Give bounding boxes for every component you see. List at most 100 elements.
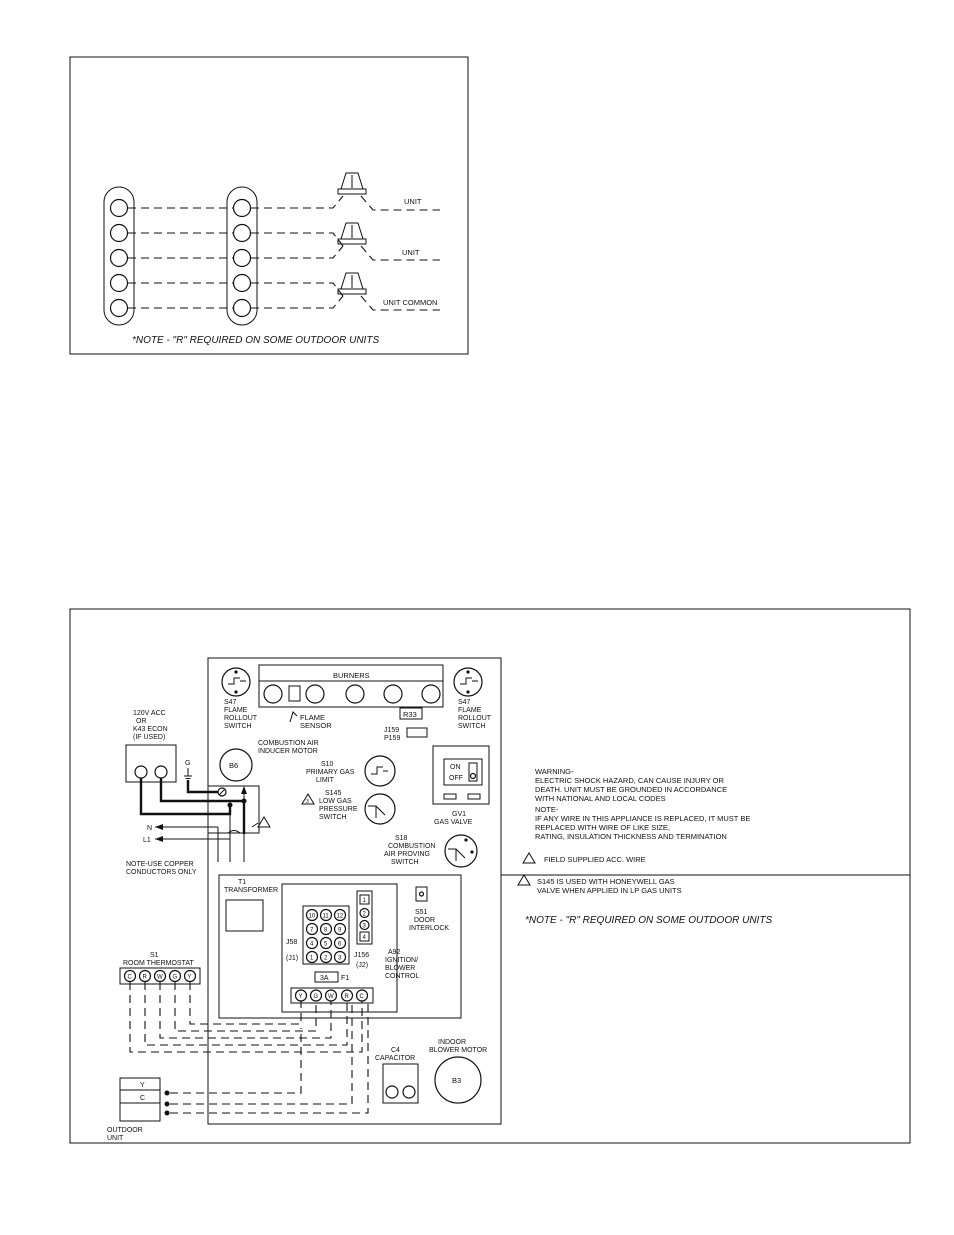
line-label: L1 <box>143 837 151 844</box>
thermostat-label: S1 <box>150 952 159 959</box>
svg-text:5: 5 <box>324 942 328 948</box>
control-terminals <box>232 198 252 318</box>
callout-mark: 3 <box>306 799 309 805</box>
air-proving-switch-icon <box>444 834 478 868</box>
unit-common-label: UNIT COMMON <box>383 298 437 307</box>
pressure-switch-icon <box>364 793 396 825</box>
control-board <box>281 883 398 1013</box>
callout-triangle-icon <box>522 852 536 864</box>
svg-text:10: 10 <box>309 914 316 920</box>
thermostat-terminals: C R W G Y <box>123 969 197 983</box>
a92-label: CONTROL <box>385 973 419 980</box>
s47-label: SWITCH <box>224 723 252 730</box>
j58-label: (J1) <box>286 955 298 962</box>
acc-label: K43 ECON <box>133 726 168 733</box>
thermostat-to-control-wires <box>128 207 233 309</box>
accessory-terminal-box <box>125 744 177 783</box>
outdoor-field-wires <box>170 1001 369 1114</box>
s47-label: S47 <box>224 699 237 706</box>
wire-nut-icon <box>337 172 367 195</box>
field-wire-note: FIELD SUPPLIED ACC. WIRE <box>544 855 646 864</box>
s51-label: S51 <box>415 909 428 916</box>
capacitor-icon <box>382 1063 419 1104</box>
s47-label: ROLLOUT <box>458 715 492 722</box>
control-compartment <box>218 874 462 1019</box>
warning-line: DEATH. UNIT MUST BE GROUNDED IN ACCORDAN… <box>535 785 727 794</box>
svg-text:8: 8 <box>324 928 328 934</box>
flame-rollout-switch-icon <box>453 667 483 697</box>
svg-text:3: 3 <box>363 924 367 930</box>
gas-valve-on-label: ON <box>450 764 461 771</box>
ground-wire <box>186 780 218 794</box>
s145-note: S145 IS USED WITH HONEYWELL GAS <box>537 877 675 886</box>
s18-label: SWITCH <box>391 859 419 866</box>
flame-sensor-icon <box>288 685 301 702</box>
svg-text:R: R <box>143 975 148 981</box>
inducer-motor-icon <box>219 748 253 782</box>
accessory-wire <box>159 778 246 834</box>
b3-label: B3 <box>452 1076 461 1085</box>
s51-label: DOOR <box>414 917 435 924</box>
s145-label: PRESSURE <box>319 806 358 813</box>
ground-label: G <box>185 760 190 767</box>
svg-text:12: 12 <box>337 914 344 920</box>
s47-label: S47 <box>458 699 471 706</box>
gas-valve-switch[interactable] <box>443 758 483 786</box>
board-terminal-strip <box>290 987 374 1004</box>
thermostat-terminals <box>109 198 129 318</box>
svg-text:1: 1 <box>310 956 314 962</box>
control-terminal-strip <box>226 186 258 326</box>
acc-label: 120V ACC <box>133 710 166 717</box>
copper-note: NOTE-USE COPPER <box>126 861 194 868</box>
warning-line: NOTE- <box>535 805 559 814</box>
control-to-unit-wires <box>251 195 344 309</box>
gas-valve-box <box>432 745 490 805</box>
warning-note: WARNING- ELECTRIC SHOCK HAZARD, CAN CAUS… <box>535 767 750 841</box>
warning-line: WARNING- <box>535 767 574 776</box>
j156-connector <box>356 890 373 945</box>
line-vertical-wires <box>217 786 247 862</box>
c4-label: C4 <box>391 1047 400 1054</box>
j58-connector <box>302 905 350 965</box>
callout-triangle-icon <box>301 793 315 805</box>
j159-label: P159 <box>384 735 400 742</box>
j58-label: J58 <box>286 939 297 946</box>
s18-label: COMBUSTION <box>388 843 435 850</box>
svg-text:C: C <box>360 994 365 1000</box>
svg-text:G: G <box>173 975 178 981</box>
svg-text:W: W <box>157 975 163 981</box>
s47-label: SWITCH <box>458 723 486 730</box>
accessory-wire <box>139 778 232 816</box>
s145-label: SWITCH <box>319 814 347 821</box>
s145-label: LOW GAS <box>319 798 352 805</box>
warning-line: WITH NATIONAL AND LOCAL CODES <box>535 794 666 803</box>
callout-triangle-icon <box>257 816 271 828</box>
svg-text:6: 6 <box>338 942 342 948</box>
furnace-wiring-diagram: BURNERS FLAME SENSOR R33 S47 FLAME ROLLO… <box>69 608 911 1144</box>
blower-motor-icon <box>434 1056 482 1104</box>
outdoor-unit <box>119 1077 161 1122</box>
unit-label: UNIT <box>404 197 422 206</box>
wire-nut-icon <box>337 222 367 245</box>
r33-label: R33 <box>403 710 417 719</box>
j156-label: (J2) <box>356 962 368 969</box>
svg-text:Y: Y <box>188 975 192 981</box>
flame-sensor-arrow-icon <box>289 711 298 723</box>
t1-label: T1 <box>238 879 246 886</box>
flame-sensor-label: SENSOR <box>300 721 332 730</box>
flame-sensor-label: FLAME <box>300 713 325 722</box>
gas-limit-switch-icon <box>364 755 396 787</box>
furnace-cabinet <box>207 657 502 1125</box>
diagram2-note: *NOTE - "R" REQUIRED ON SOME OUTDOOR UNI… <box>525 915 772 926</box>
neutral-label: N <box>147 825 152 832</box>
b6-label: B6 <box>229 761 238 770</box>
j156-pins: 1 2 3 4 <box>359 894 370 942</box>
callout-triangle-icon <box>517 874 531 886</box>
j156-label: J156 <box>354 952 369 959</box>
s47-label: ROLLOUT <box>224 715 258 722</box>
unit-label: UNIT <box>402 248 420 257</box>
f1-label: F1 <box>341 975 349 982</box>
svg-text:2: 2 <box>363 912 367 918</box>
svg-text:11: 11 <box>323 914 330 920</box>
transformer-icon <box>225 899 264 932</box>
